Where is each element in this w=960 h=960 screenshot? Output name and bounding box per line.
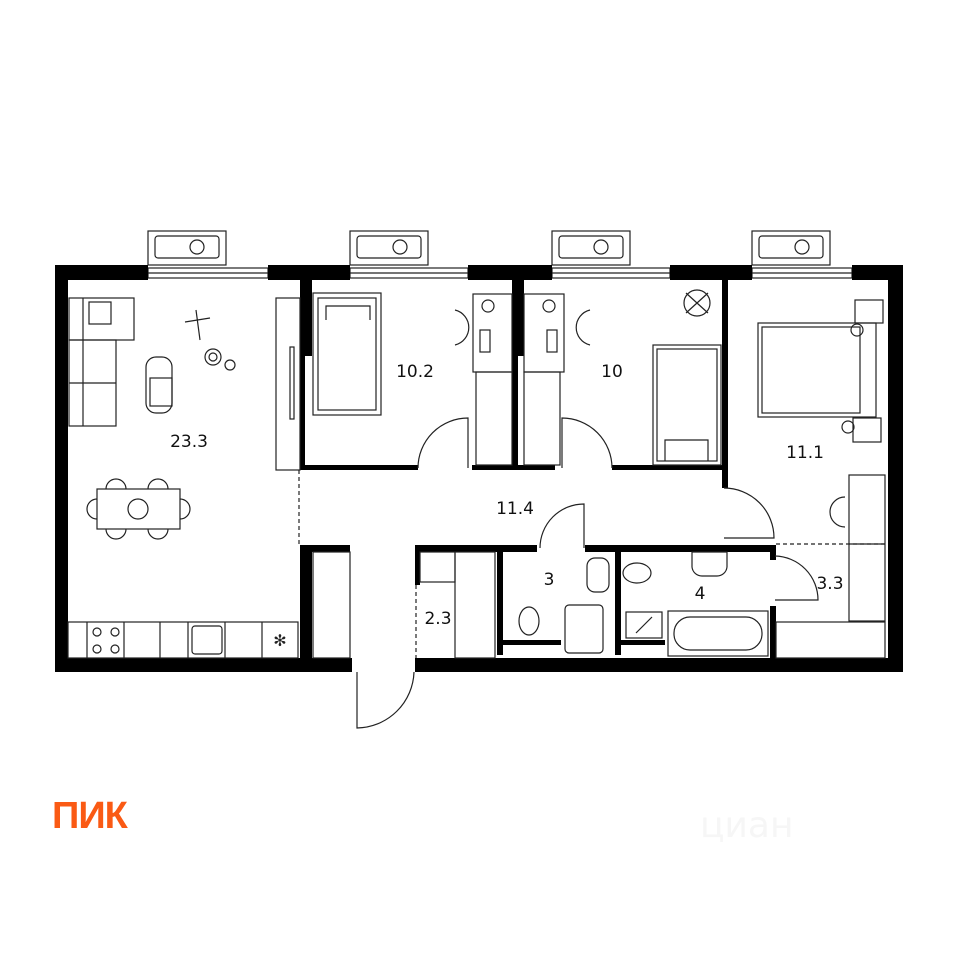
room-area-wardrobe: 3.3 bbox=[816, 574, 844, 594]
room-area-bedroom-3: 11.1 bbox=[786, 443, 824, 463]
window-sills bbox=[147, 230, 831, 266]
furniture: ✻ bbox=[67, 289, 886, 659]
svg-text:✻: ✻ bbox=[273, 631, 286, 650]
walls bbox=[55, 265, 903, 672]
room-area-living-kitchen: 23.3 bbox=[170, 432, 208, 452]
room-area-bathroom: 4 bbox=[694, 584, 706, 604]
room-area-bedroom-2: 10 bbox=[601, 362, 623, 382]
pik-logo: ПИК bbox=[52, 795, 128, 837]
room-area-toilet: 3 bbox=[543, 570, 555, 590]
doors bbox=[298, 417, 885, 729]
watermark: циан bbox=[700, 805, 794, 846]
room-area-closet: 2.3 bbox=[424, 609, 452, 629]
room-area-bedroom-1: 10.2 bbox=[396, 362, 434, 382]
room-area-hallway: 11.4 bbox=[496, 499, 534, 519]
